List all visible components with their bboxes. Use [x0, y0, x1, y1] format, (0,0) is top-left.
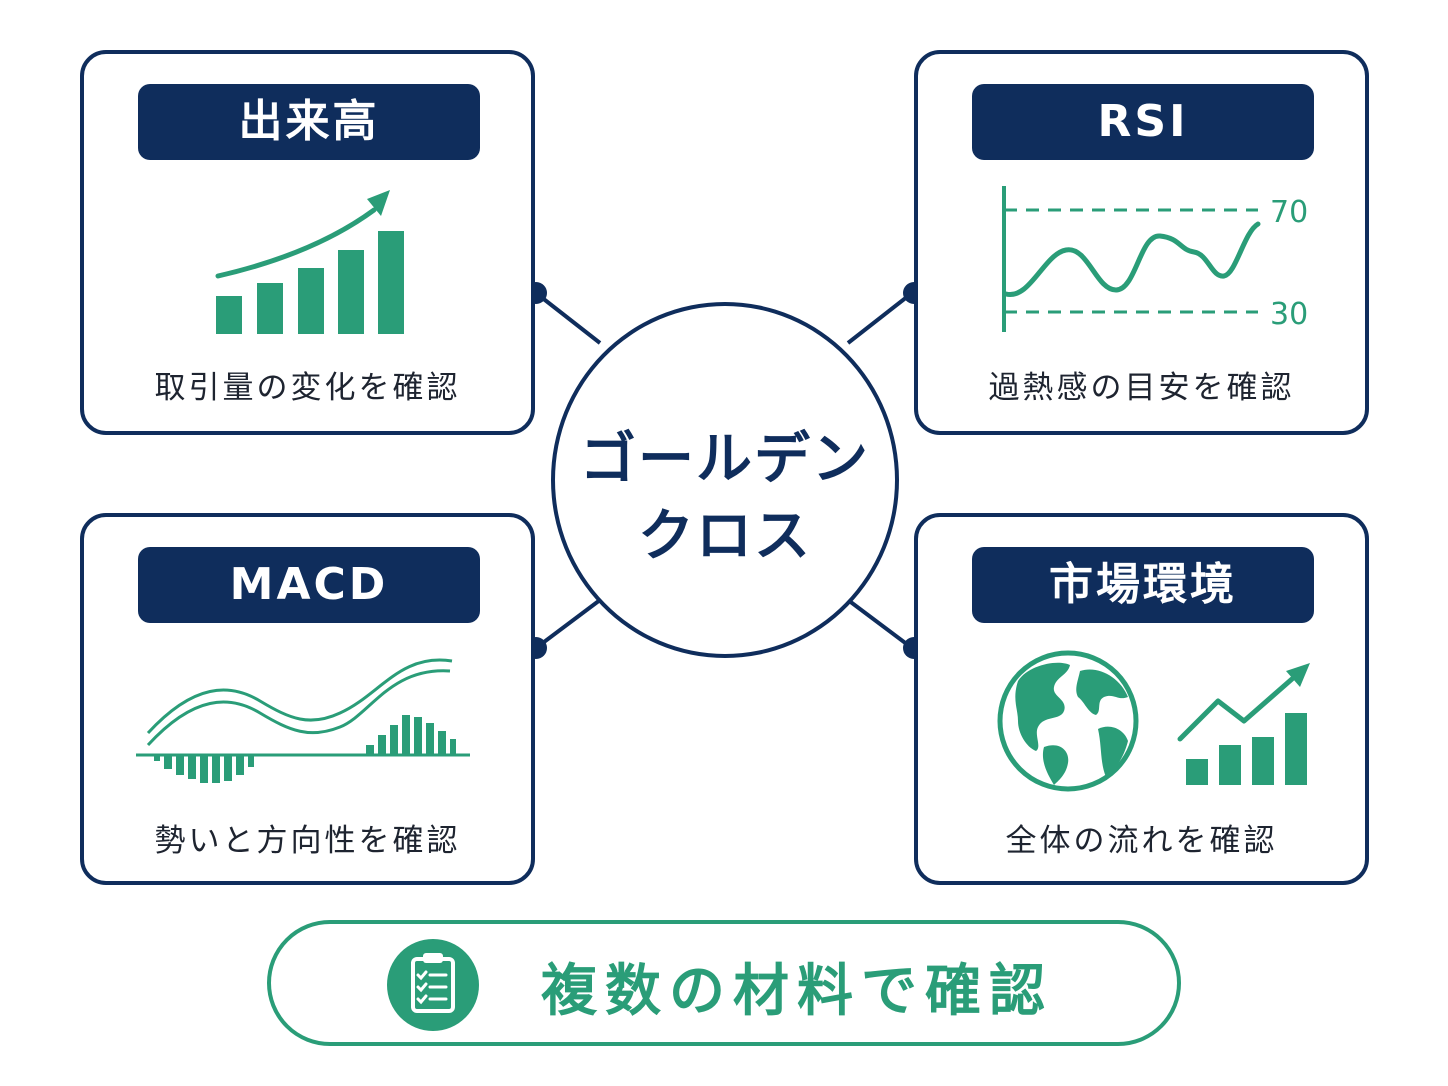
globe-and-trend-icon — [997, 650, 1310, 792]
card-title: 出来高 — [138, 84, 480, 160]
golden-cross-hub: ゴールデン クロス — [551, 302, 899, 658]
card-caption: 取引量の変化を確認 — [154, 370, 461, 406]
rsi-level-70: 70 — [1270, 195, 1308, 230]
card-caption: 過熱感の目安を確認 — [988, 370, 1295, 406]
card-title: MACD — [138, 547, 480, 623]
macd-card: MACD 勢いと方向性を確認 — [80, 513, 535, 885]
card-title: RSI — [972, 84, 1314, 160]
rising-volume-bars-icon — [215, 190, 404, 334]
market-environment-card: 市場環境 全体の流れを確認 — [914, 513, 1369, 885]
rsi-oscillator-icon: 70 30 — [1002, 186, 1308, 332]
card-title: 市場環境 — [972, 547, 1314, 623]
card-caption: 勢いと方向性を確認 — [154, 823, 461, 859]
volume-card: 出来高 取引量の変化を確認 — [80, 50, 535, 435]
summary-banner: 複数の材料で確認 — [267, 920, 1181, 1046]
banner-text: 複数の材料で確認 — [541, 959, 1053, 1024]
trend-bars-icon — [1186, 713, 1307, 785]
macd-histogram-icon — [136, 658, 470, 783]
clipboard-checklist-icon — [387, 939, 479, 1031]
rsi-level-30: 30 — [1270, 297, 1308, 332]
hub-title-line-2: クロス — [638, 504, 812, 569]
card-caption: 全体の流れを確認 — [1005, 823, 1278, 859]
rsi-card: RSI 70 30 過熱感の目安を確認 — [914, 50, 1369, 435]
globe-icon — [997, 650, 1139, 792]
hub-title-line-1: ゴールデン — [580, 427, 870, 492]
